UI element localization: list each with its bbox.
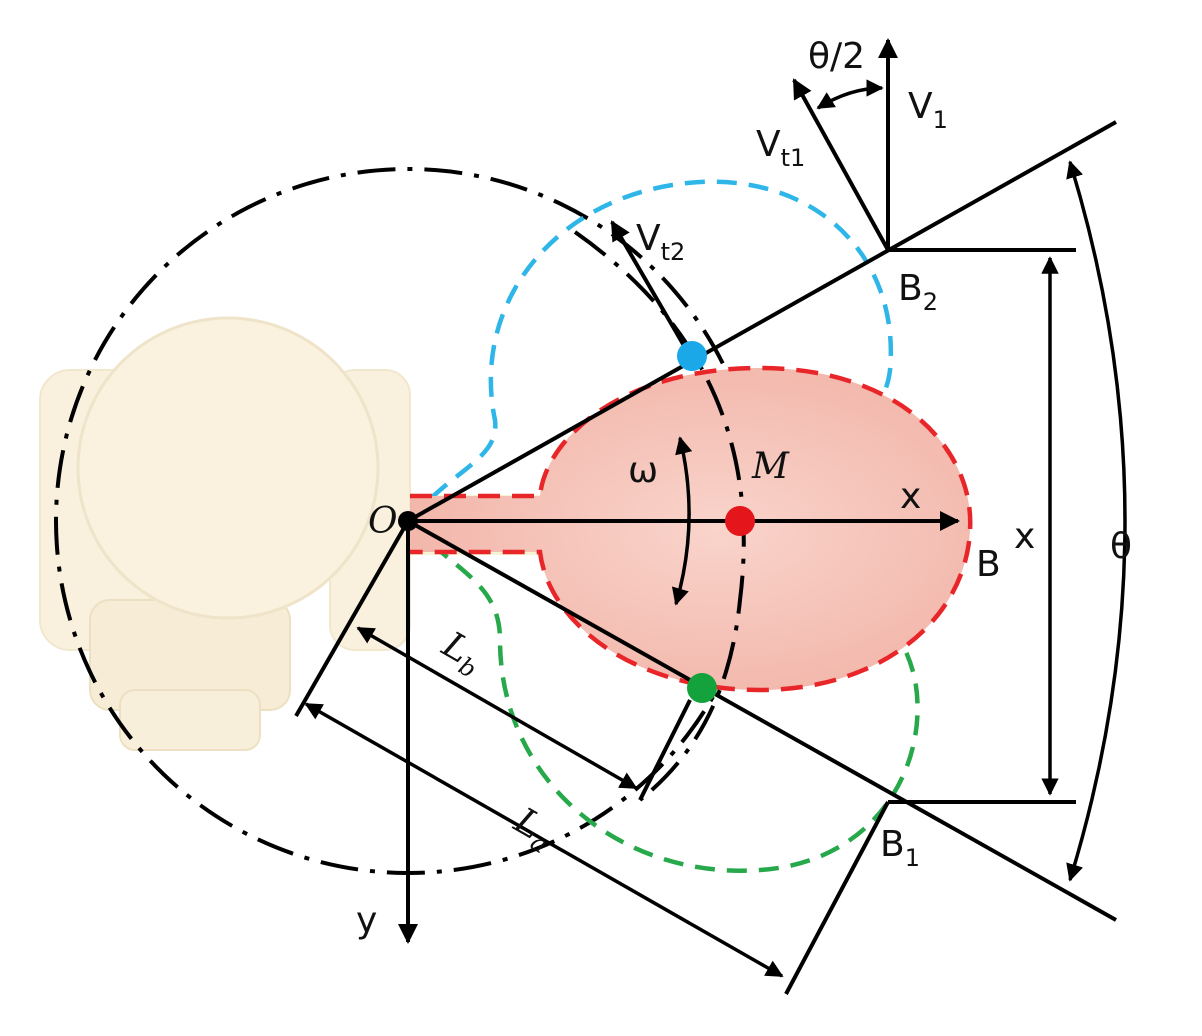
half-theta-label: θ/2 (808, 36, 865, 77)
omega-label: ω (628, 450, 658, 491)
origin-label: O (368, 501, 398, 542)
origin-point (398, 511, 418, 531)
lb-dimension (356, 626, 638, 790)
theta-label: θ (1110, 526, 1132, 567)
la-label: La (504, 800, 561, 859)
lb-extension (638, 699, 692, 801)
b2-label: B2 (898, 268, 938, 316)
x-axis-label: x (900, 476, 921, 517)
upper-ray (407, 120, 1117, 523)
vt2-vector (610, 220, 692, 358)
vt2-label: Vt2 (636, 218, 685, 266)
half-theta-arc (816, 79, 884, 110)
v1-label: V1 (908, 86, 948, 134)
dim-x-label: x (1014, 516, 1035, 557)
red-point (725, 506, 755, 536)
b1-label: B1 (880, 824, 920, 872)
y-axis-label: y (356, 900, 377, 941)
omega-arrow (671, 436, 693, 606)
green-point (687, 673, 717, 703)
theta-arc (1066, 160, 1127, 882)
la-extension-right (784, 801, 890, 995)
m-label: M (751, 446, 790, 487)
blue-point (677, 341, 707, 371)
b-label: B (976, 544, 1001, 585)
la-extension-left (294, 520, 410, 717)
vt1-vector (792, 78, 890, 251)
vt1-label: Vt1 (756, 124, 805, 172)
